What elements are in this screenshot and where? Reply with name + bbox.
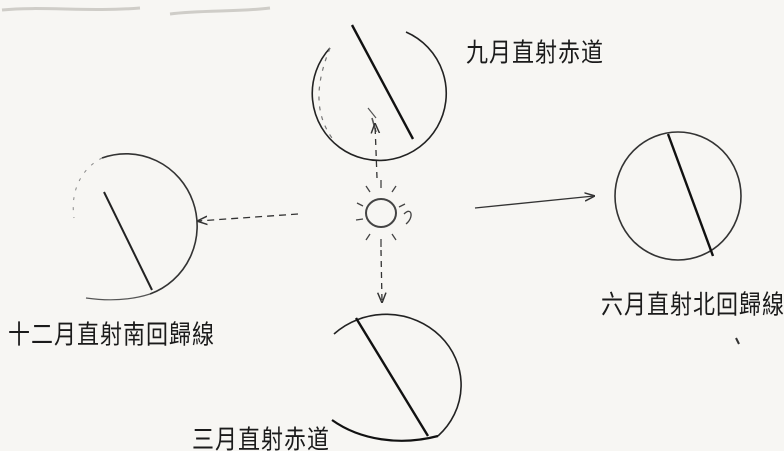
axis-june: [666, 133, 715, 257]
label-september: 九月直射赤道: [466, 39, 605, 69]
earth-march: [331, 313, 462, 442]
label-march: 三月直射赤道: [192, 426, 331, 451]
earth-june: [614, 131, 742, 345]
arrow-to-june: [474, 196, 594, 209]
axis-march: [354, 317, 430, 437]
label-december: 十二月直射南回歸線: [8, 321, 216, 351]
earth-september: [311, 24, 447, 162]
axis-september: [350, 24, 415, 140]
arrow-to-march: [381, 249, 382, 302]
label-june: 六月直射北回歸線: [601, 291, 784, 321]
arrow-to-september: [375, 124, 377, 179]
earth-december: [72, 153, 198, 301]
header-scrap: [1, 6, 271, 16]
sun-icon: [355, 180, 412, 247]
sunlight-arrows: [198, 124, 594, 302]
axis-december: [103, 191, 153, 291]
arrow-to-december: [198, 213, 299, 221]
